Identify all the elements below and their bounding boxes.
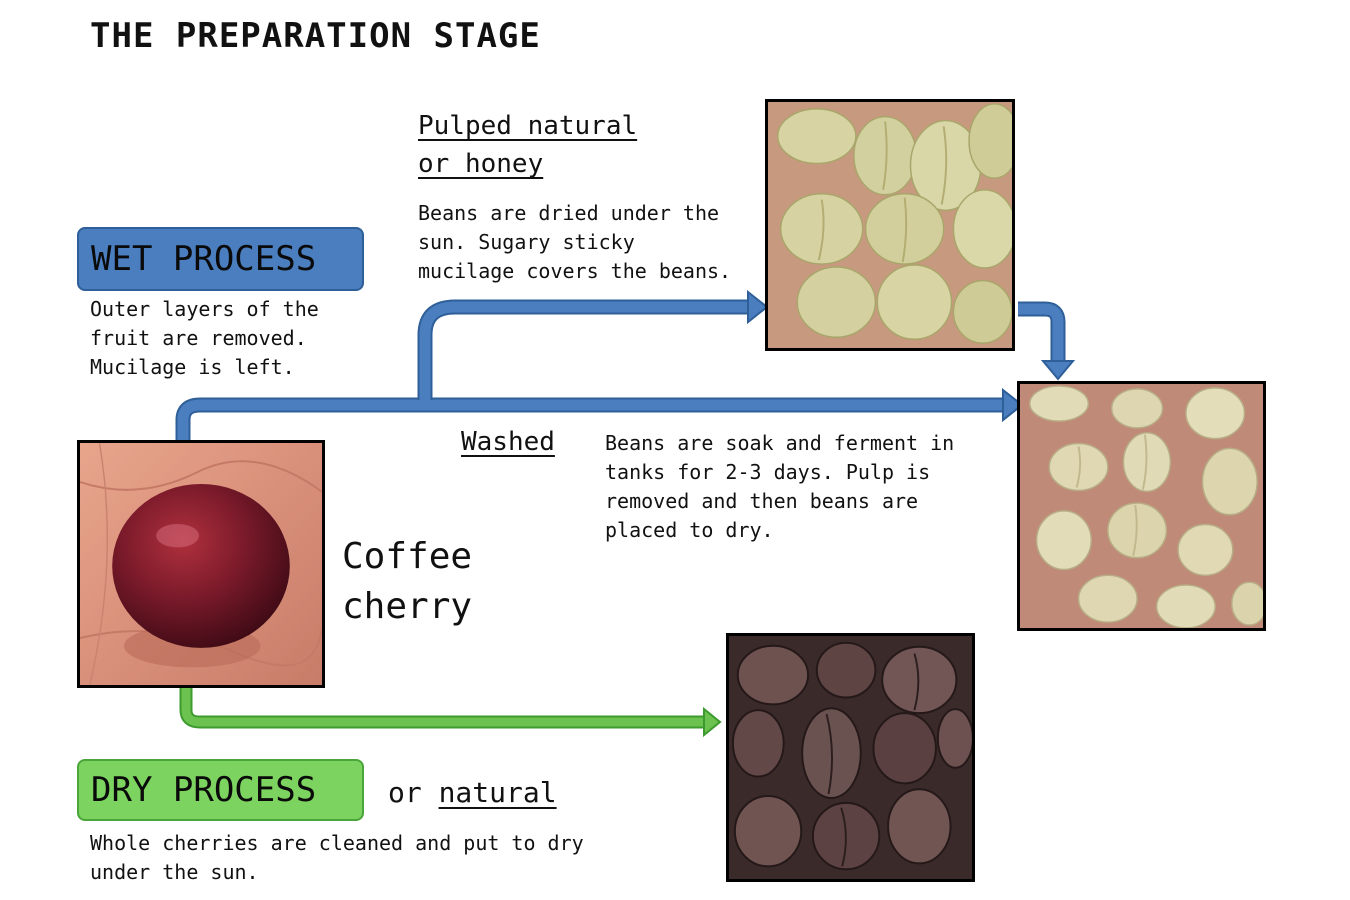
pulped-natural-beans-photo: [765, 99, 1015, 351]
dry-process-badge: DRY PROCESS: [77, 759, 364, 821]
pulped-natural-arrow: [417, 299, 750, 400]
coffee-cherry-label: Coffee cherry: [342, 536, 473, 627]
pulped-arrowhead: [747, 289, 769, 325]
dry-process-alt: or natural: [388, 776, 557, 809]
dry-arrowhead: [703, 706, 722, 738]
dry-process-label: DRY PROCESS: [91, 770, 317, 810]
natural-label: natural: [438, 776, 557, 809]
page-title: THE PREPARATION STAGE: [90, 16, 541, 56]
wet-process-label: WET PROCESS: [91, 239, 317, 279]
washed-description: Beans are soak and ferment in tanks for …: [605, 431, 955, 542]
dry-process-arrow: [179, 688, 705, 729]
pulped-natural-description: Beans are dried under the sun. Sugary st…: [418, 201, 732, 283]
or-text: or: [388, 776, 422, 809]
wet-arrowhead: [1002, 387, 1024, 423]
washed-beans-photo: [1017, 381, 1266, 631]
washed-heading: Washed: [461, 427, 555, 457]
coffee-cherry-photo: [77, 440, 325, 688]
wet-process-description: Outer layers of the fruit are removed. M…: [90, 297, 319, 379]
wet-process-badge: WET PROCESS: [77, 227, 364, 291]
dry-process-beans-photo: [726, 633, 975, 882]
pulped-natural-heading: Pulped natural or honey: [418, 111, 638, 179]
dry-process-description: Whole cherries are cleaned and put to dr…: [90, 831, 584, 884]
down-arrowhead: [1040, 360, 1076, 381]
